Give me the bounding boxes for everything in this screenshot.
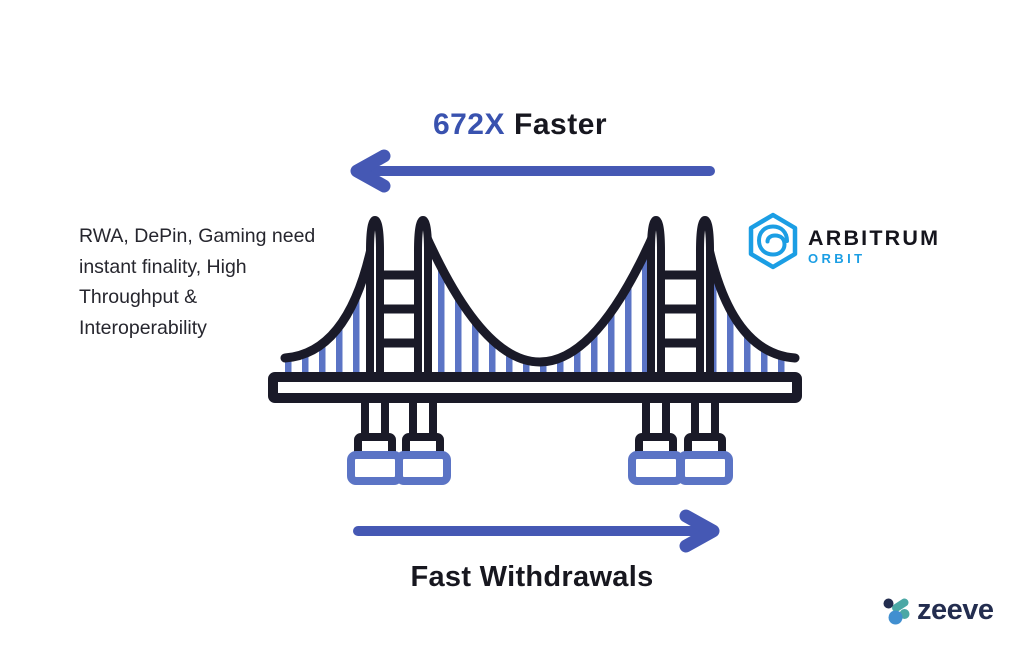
right-cable-hangers — [705, 229, 795, 381]
right-arrow-icon — [353, 509, 720, 553]
zeeve-logo: zeeve — [882, 594, 994, 627]
zeeve-brand-text: zeeve — [917, 594, 994, 626]
bridge-deck — [268, 372, 802, 403]
arbitrum-logo-text: ARBITRUM — [808, 226, 941, 250]
zeeve-mark-icon — [883, 598, 910, 624]
tower-legs — [361, 389, 719, 449]
bottom-caption: Fast Withdrawals — [410, 561, 654, 593]
arbitrum-orbit-subtext: ORBIT — [808, 251, 866, 266]
arbitrum-orbit-logo: ARBITRUM ORBIT — [745, 211, 940, 271]
left-arrow-icon — [350, 149, 715, 193]
bridge-illustration — [268, 216, 802, 485]
title-highlight: 672X — [432, 108, 506, 141]
main-span-hangers — [423, 229, 656, 381]
use-case-note: RWA, DePin, Gaming need instant finality… — [79, 225, 316, 339]
tower-bases — [347, 451, 733, 485]
title-rest: Faster — [514, 108, 608, 141]
tower-posts — [366, 216, 714, 385]
arbitrum-hexagon-icon — [748, 212, 798, 270]
left-cable-hangers — [285, 229, 375, 381]
